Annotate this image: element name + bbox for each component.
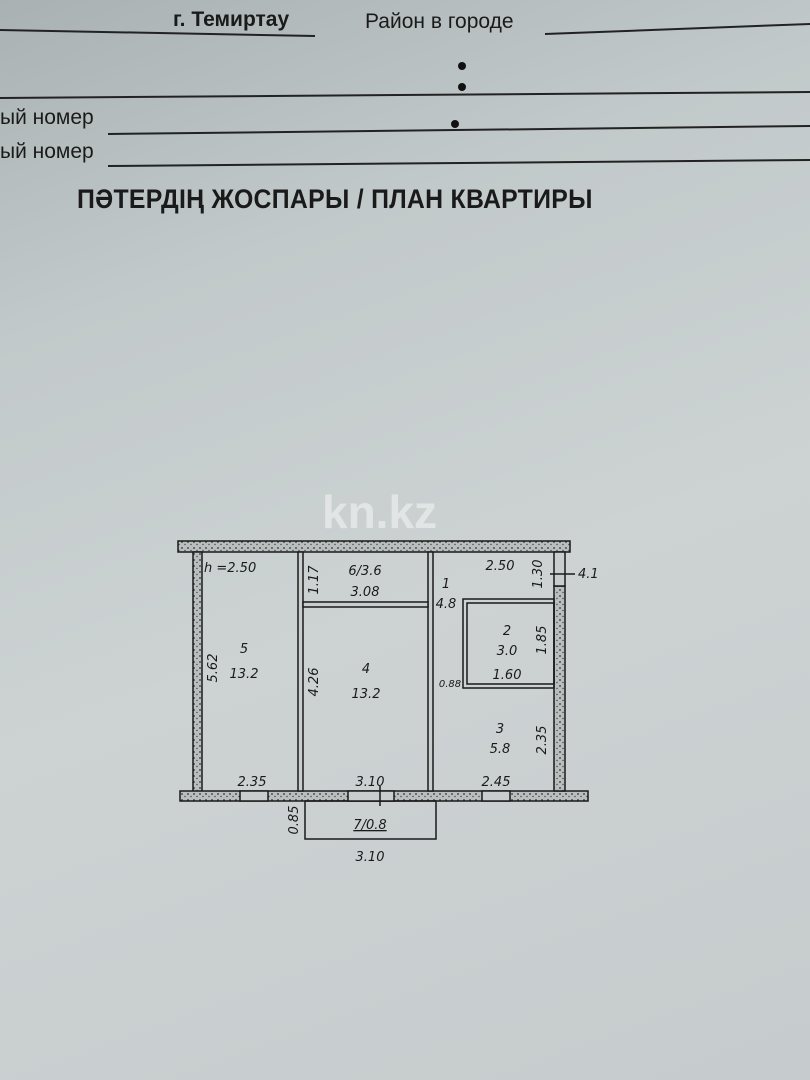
address-line [0, 29, 316, 37]
number-label-2: ый номер [0, 140, 94, 163]
window [481, 790, 511, 802]
partition-4-1 [427, 551, 434, 792]
number-line-2 [107, 159, 810, 167]
room-2-area: 3.0 [497, 644, 518, 659]
dim-balcony-depth: 0.85 [287, 806, 302, 835]
form-line [0, 91, 810, 99]
room-4-number: 4 [362, 662, 370, 677]
room-2-width: 1.60 [493, 668, 522, 683]
watermark-logo: kn.kz [322, 486, 437, 538]
dim-top-right-height: 1.30 [531, 560, 546, 589]
room-1-number: 1 [442, 577, 450, 592]
room-1-area: 4.8 [436, 597, 457, 612]
dot-mark [451, 120, 459, 128]
wall-top [177, 540, 571, 553]
room-4-area: 13.2 [352, 687, 381, 702]
room-7-label: 7/0.8 [353, 818, 386, 833]
dim-room4-width: 3.10 [356, 775, 385, 790]
room-6-width: 3.08 [351, 585, 380, 600]
room-5-area: 13.2 [230, 667, 259, 682]
vent-shaft [553, 551, 566, 587]
form-lines [0, 23, 810, 167]
dim-room3-height: 2.35 [535, 726, 550, 755]
dim-side-mark: 4.1 [578, 567, 599, 582]
dim-room5-height: 5.62 [206, 654, 221, 683]
page-title: ПӘТЕРДІҢ ЖОСПАРЫ / ПЛАН КВАРТИРЫ [77, 184, 593, 214]
balcony-door [347, 790, 395, 802]
dim-room6-depth: 1.17 [307, 565, 322, 595]
room-6-label: 6/3.6 [348, 564, 381, 579]
number-label-1: ый номер [0, 106, 94, 129]
dim-corridor-width: 0.88 [439, 679, 461, 690]
window [239, 790, 269, 802]
ceiling-height: h =2.50 [204, 561, 256, 576]
room-2-number: 2 [503, 624, 511, 639]
room-3-area: 5.8 [490, 742, 511, 757]
partition-6-4 [302, 601, 429, 608]
wall-right [553, 585, 566, 792]
dim-top-right-width: 2.50 [486, 559, 515, 574]
room-2-inner [466, 602, 555, 685]
dim-balcony-width: 3.10 [356, 850, 385, 865]
dot-mark [458, 83, 466, 91]
dot-mark [458, 62, 466, 70]
partition-5-4 [297, 551, 304, 792]
wall-left [192, 551, 203, 793]
room-5-number: 5 [240, 642, 248, 657]
dim-room4-height: 4.26 [307, 668, 322, 697]
dim-room5-width: 2.35 [238, 775, 267, 790]
room-3-number: 3 [496, 722, 504, 737]
district-line [544, 23, 810, 35]
city-field: г. Темиртау [173, 8, 290, 31]
number-line-1 [107, 125, 810, 135]
dim-room2-height: 1.85 [535, 626, 550, 655]
district-label: Район в городе [365, 10, 514, 33]
dim-room3-width: 2.45 [482, 775, 511, 790]
